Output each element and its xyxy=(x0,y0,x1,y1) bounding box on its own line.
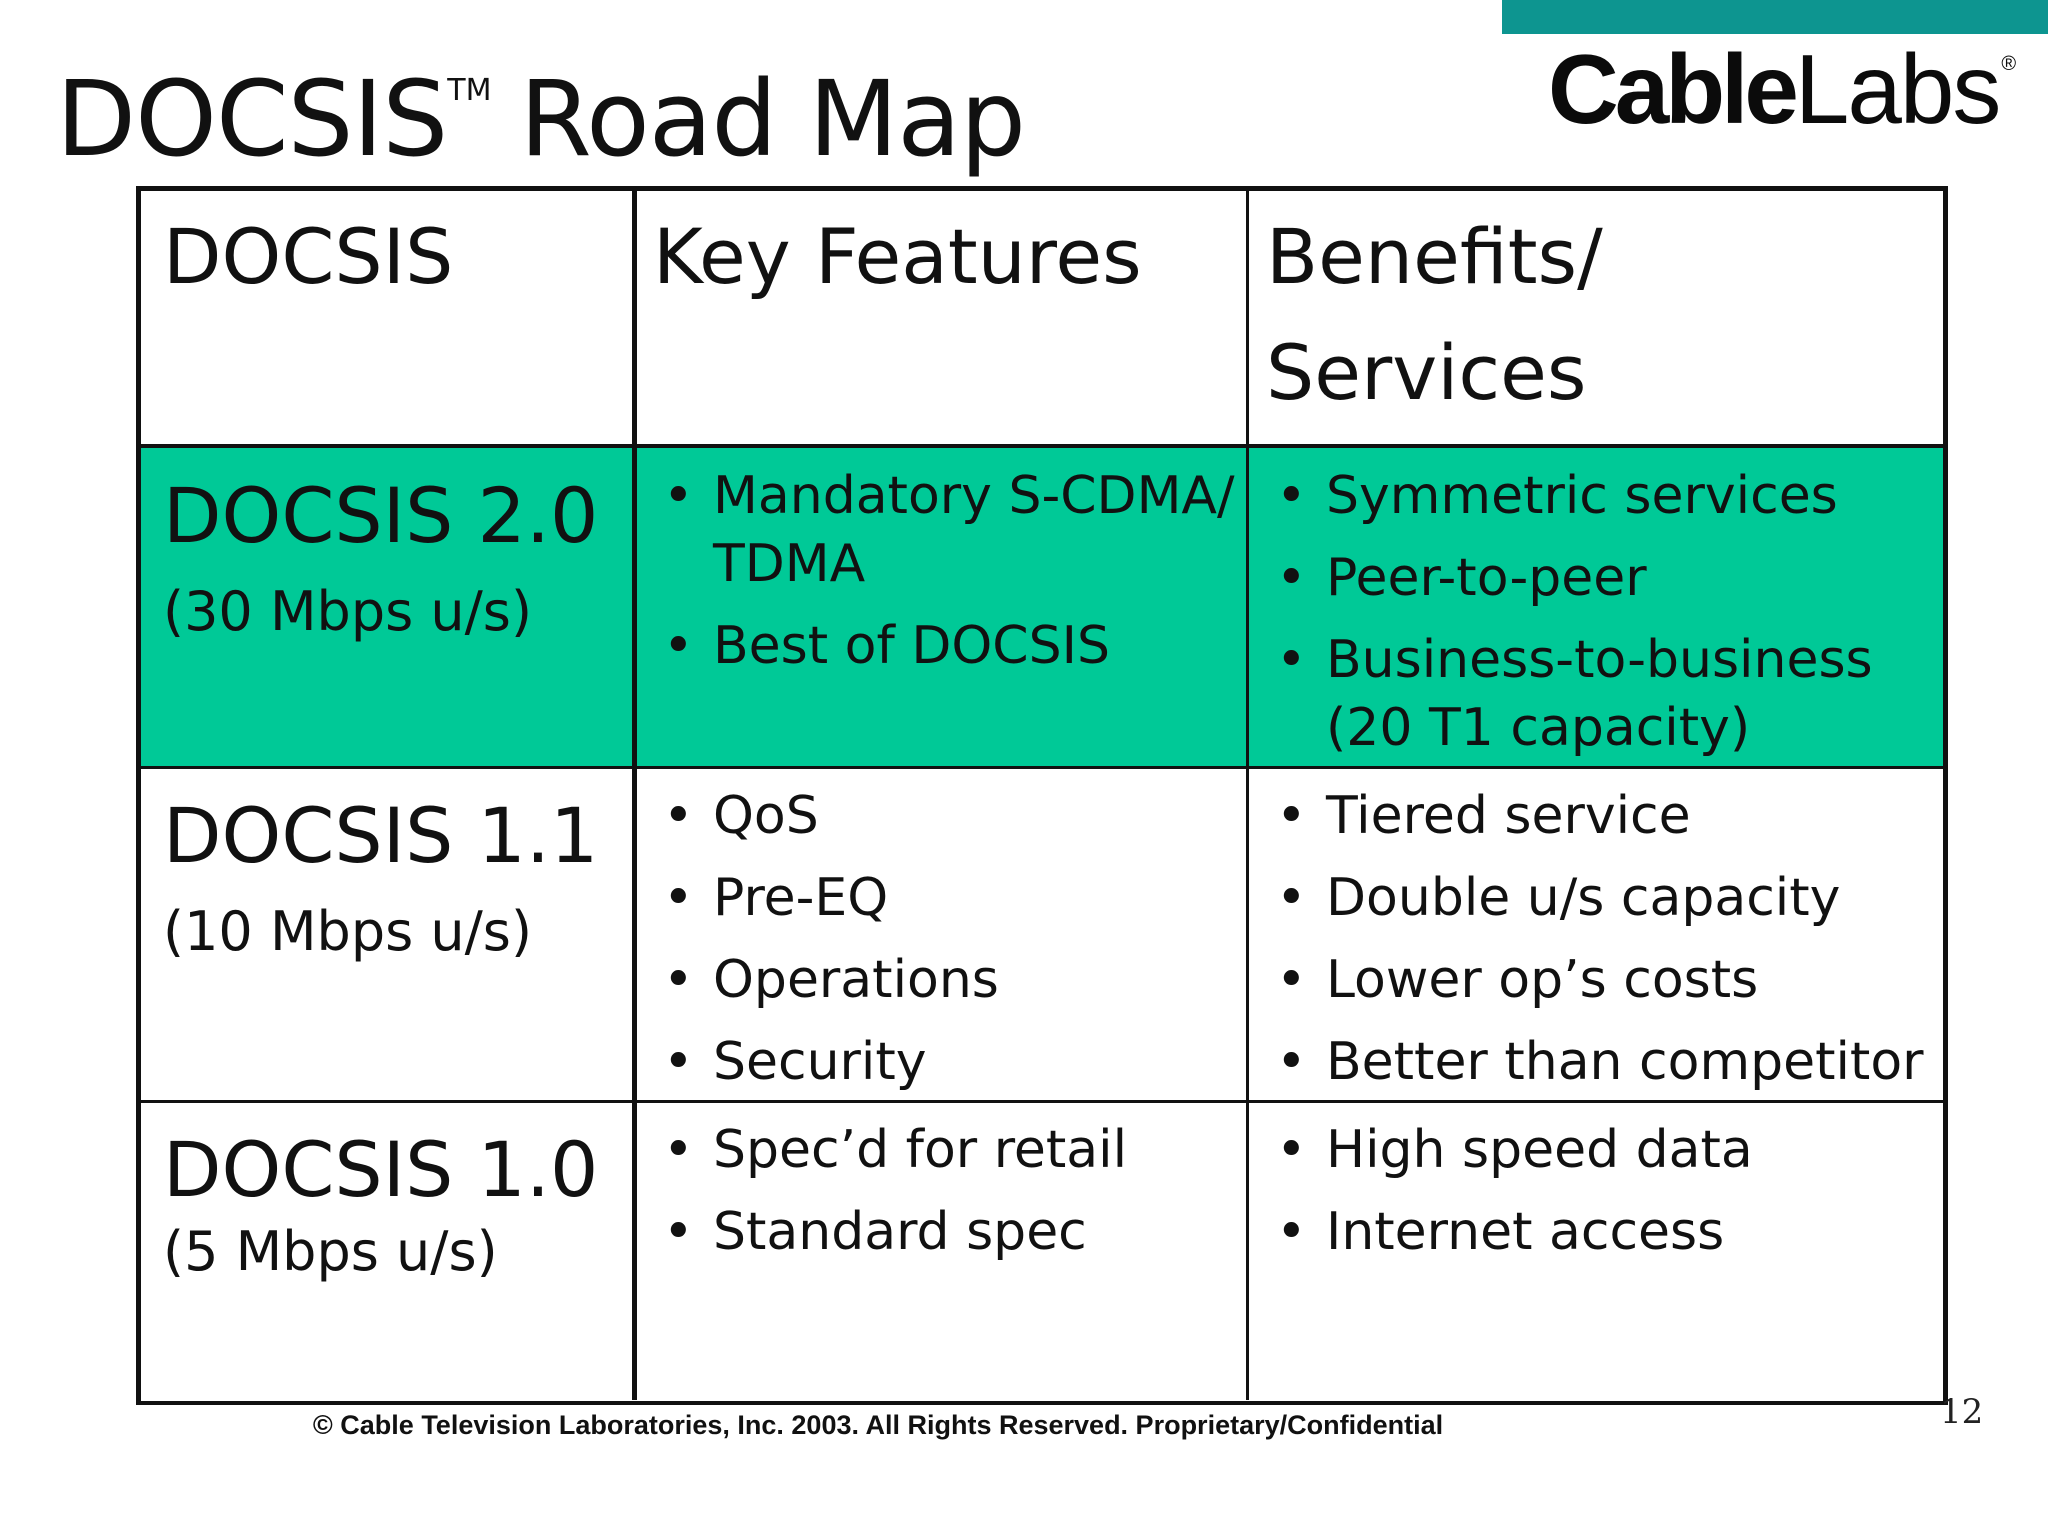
logo-registered-mark: ® xyxy=(2001,53,2017,75)
slide-title-docsis: DOCSIS xyxy=(56,58,448,180)
upstream-speed: (30 Mbps u/s) xyxy=(163,580,533,643)
header-cell-docsis: DOCSIS xyxy=(163,191,633,448)
table-row-docsis-1-0: DOCSIS 1.0 (5 Mbps u/s) Spec’d for retai… xyxy=(141,1102,1943,1401)
version-cell: DOCSIS 1.0 (5 Mbps u/s) xyxy=(163,1102,633,1401)
feature-item-continuation: TDMA xyxy=(713,534,866,594)
benefits-cell: Symmetric services Peer-to-peer Business… xyxy=(1266,448,1946,768)
table-row-docsis-1-1: DOCSIS 1.1 (10 Mbps u/s) QoS Pre-EQ Oper… xyxy=(141,768,1943,1102)
docsis-roadmap-table: DOCSIS Key Features Benefits/ Services D… xyxy=(136,186,1948,1405)
version-name: DOCSIS 1.1 xyxy=(163,791,599,880)
feature-item: QoS xyxy=(653,782,1253,850)
benefit-item: Double u/s capacity xyxy=(1266,864,1946,932)
benefit-item: Business-to-business xyxy=(1266,626,1946,694)
benefit-item: Lower op’s costs xyxy=(1266,946,1946,1014)
column-divider xyxy=(1246,191,1249,1400)
benefit-item: Better than competitor xyxy=(1266,1028,1946,1096)
header-cell-key-features: Key Features xyxy=(653,191,1253,448)
benefit-item: Peer-to-peer xyxy=(1266,544,1946,612)
trademark-mark: TM xyxy=(447,73,492,108)
upstream-speed: (5 Mbps u/s) xyxy=(163,1220,498,1283)
header-benefits-services: Benefits/ Services xyxy=(1266,212,1603,417)
features-cell: Mandatory S-CDMA/ TDMA Best of DOCSIS xyxy=(653,448,1253,768)
feature-item: Operations xyxy=(653,946,1253,1014)
version-cell: DOCSIS 2.0 (30 Mbps u/s) xyxy=(163,448,633,768)
row-divider xyxy=(141,1100,1943,1103)
logo-text-cable: Cable xyxy=(1548,34,1799,144)
column-divider xyxy=(632,191,637,1400)
feature-item: Best of DOCSIS xyxy=(653,612,1253,680)
header-key-features: Key Features xyxy=(653,212,1142,301)
table-header-row: DOCSIS Key Features Benefits/ Services xyxy=(141,191,1943,448)
feature-item: Mandatory S-CDMA/ xyxy=(653,462,1253,530)
row-divider xyxy=(141,444,1943,448)
copyright-footer: © Cable Television Laboratories, Inc. 20… xyxy=(0,1410,2048,1441)
version-cell: DOCSIS 1.1 (10 Mbps u/s) xyxy=(163,768,633,1102)
feature-item: Standard spec xyxy=(653,1198,1253,1266)
copyright-text: © Cable Television Laboratories, Inc. 20… xyxy=(312,1410,1444,1440)
feature-item: Pre-EQ xyxy=(653,864,1253,932)
row-divider xyxy=(141,766,1943,769)
upstream-speed: (10 Mbps u/s) xyxy=(163,900,533,963)
header-cell-benefits: Benefits/ Services xyxy=(1266,191,1946,448)
benefits-cell: High speed data Internet access xyxy=(1266,1102,1946,1401)
benefit-item: Tiered service xyxy=(1266,782,1946,850)
header-docsis: DOCSIS xyxy=(163,212,454,301)
page-number: 12 xyxy=(1940,1392,1984,1432)
features-cell: QoS Pre-EQ Operations Security xyxy=(653,768,1253,1102)
benefit-item: Internet access xyxy=(1266,1198,1946,1266)
benefit-item: Symmetric services xyxy=(1266,462,1946,530)
benefits-cell: Tiered service Double u/s capacity Lower… xyxy=(1266,768,1946,1102)
features-cell: Spec’d for retail Standard spec xyxy=(653,1102,1253,1401)
table-row-docsis-2-0: DOCSIS 2.0 (30 Mbps u/s) Mandatory S-CDM… xyxy=(141,448,1943,768)
version-name: DOCSIS 2.0 xyxy=(163,471,599,560)
cablelabs-logo: CableLabs® xyxy=(1548,40,2017,138)
feature-item: Security xyxy=(653,1028,1253,1096)
header-accent-bar xyxy=(1502,0,2048,34)
logo-text-labs: Labs xyxy=(1794,34,2002,144)
feature-item: Spec’d for retail xyxy=(653,1116,1253,1184)
benefit-item: High speed data xyxy=(1266,1116,1946,1184)
benefit-item-continuation: (20 T1 capacity) xyxy=(1326,698,1751,758)
version-name: DOCSIS 1.0 xyxy=(163,1125,599,1214)
slide-title-rest: Road Map xyxy=(519,58,1025,180)
